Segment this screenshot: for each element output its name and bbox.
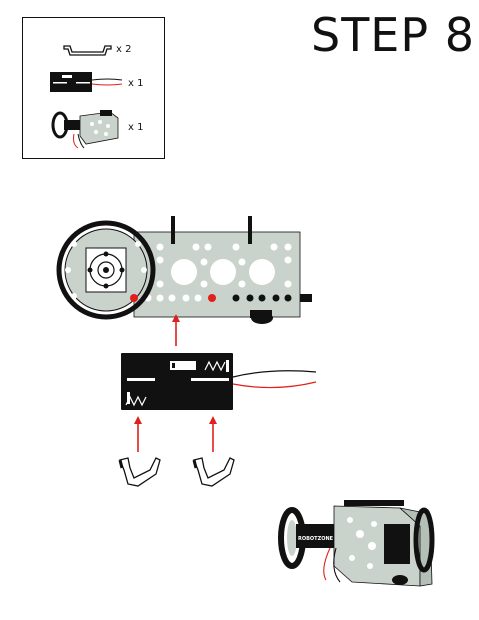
assembled-robot: ROBOTZONE [278, 500, 435, 587]
wheel [56, 220, 156, 320]
bracket-left [118, 457, 161, 487]
battery-holder [121, 353, 317, 410]
qty-bracket: x 2 [116, 44, 132, 55]
mounting-hole-highlight-left [130, 294, 138, 302]
caster-wheel [251, 312, 273, 324]
battery-holder-brand: ROBOTZONE [298, 536, 334, 542]
qty-battery-holder: x 1 [128, 78, 144, 89]
mounting-hole-highlight [208, 294, 216, 302]
bracket-icon [63, 45, 112, 56]
bracket-right [192, 457, 235, 487]
standoff-right [248, 216, 252, 244]
chassis-assembly-icon [51, 110, 119, 149]
step-title: STEP 8 [311, 8, 475, 62]
standoff-left [171, 216, 175, 244]
wire-black [232, 370, 317, 378]
battery-holder-icon [50, 72, 123, 92]
qty-chassis-assembly: x 1 [128, 122, 144, 133]
wire-red [232, 381, 317, 389]
chassis-plate [133, 216, 312, 324]
parts-list-box [22, 17, 165, 159]
